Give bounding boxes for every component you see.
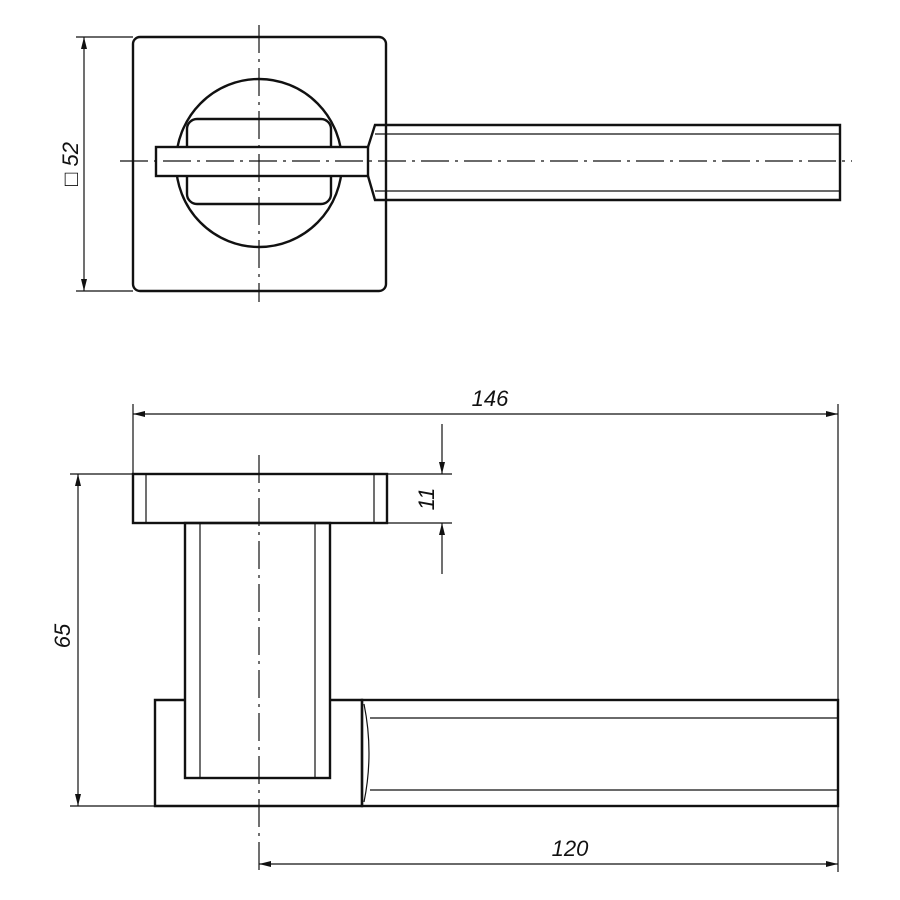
top-view: □ 52 (58, 25, 852, 302)
dimension-label-52: □ 52 (58, 142, 83, 186)
rose-plate (131, 472, 389, 525)
lever-cap-arc (363, 703, 370, 803)
dimension-label-120: 120 (552, 836, 589, 861)
dimension-label-65: 65 (50, 623, 75, 648)
lever-top (366, 123, 842, 202)
dimension-label-146: 146 (472, 386, 509, 411)
neck (183, 521, 332, 780)
side-view: 146 11 65 120 (50, 386, 840, 872)
dimension-label-11: 11 (414, 488, 439, 511)
